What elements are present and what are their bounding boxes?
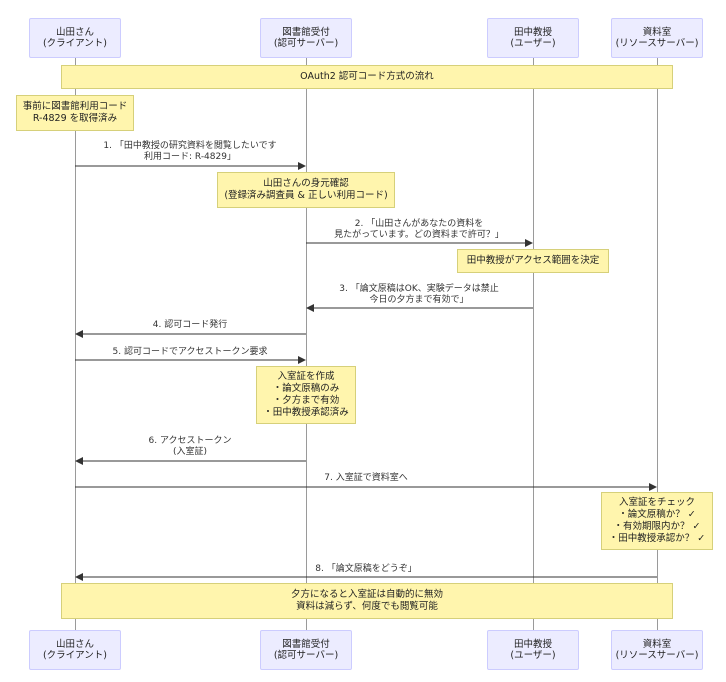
actor-name: 田中教授 [513, 639, 552, 650]
actor-role: (ユーザー) [510, 650, 556, 661]
actor-top-yamada: 山田さん (クライアント) [29, 18, 121, 58]
message-3-label: 3. 「論文原稿はOK、実験データは禁止 今日の夕方まで有効で」 [339, 284, 498, 306]
note-line: ・論文原稿のみ [272, 383, 340, 394]
message-line: 1. 「田中教授の研究資料を閲覧したいです [103, 141, 277, 151]
actor-role: (クライアント) [42, 650, 108, 661]
actor-role: (リソースサーバー) [615, 38, 699, 49]
message-5-label: 5. 認可コードでアクセストークン要求 [113, 347, 268, 358]
message-7-label: 7. 入室証で資料室へ [324, 473, 407, 484]
note-precondition: 事前に図書館利用コード R-4829 を取得済み [16, 95, 134, 131]
note-pass-check: 入室証をチェック ・論文原稿か？ ✓ ・有効期限内か？ ✓ ・田中教授承認か？ … [601, 492, 713, 550]
actor-top-reception: 図書館受付 (認可サーバー) [260, 18, 352, 58]
actor-role: (認可サーバー) [273, 38, 339, 49]
message-line: 6. アクセストークン [148, 436, 232, 446]
note-line: ・田中教授承認済み [263, 407, 349, 418]
actor-name: 図書館受付 [282, 639, 330, 650]
note-line: 事前に図書館利用コード [22, 101, 128, 112]
note-line: 資料は減らず、何度でも閲覧可能 [296, 601, 438, 612]
note-line: ・論文原稿か？ ✓ [618, 509, 696, 520]
actor-bottom-archive: 資料室 (リソースサーバー) [611, 630, 703, 670]
actor-top-tanaka: 田中教授 (ユーザー) [487, 18, 579, 58]
message-1-label: 1. 「田中教授の研究資料を閲覧したいです 利用コード: R-4829」 [103, 141, 276, 163]
message-8-label: 8. 「論文原稿をどうぞ」 [315, 564, 416, 575]
lifeline-tanaka [533, 58, 534, 630]
note-tanaka-decides: 田中教授がアクセス範囲を決定 [457, 249, 609, 273]
actor-bottom-reception: 図書館受付 (認可サーバー) [260, 630, 352, 670]
lifeline-reception [306, 58, 307, 630]
message-6-label: 6. アクセストークン (入室証) [149, 436, 232, 458]
note-line: 山田さんの身元確認 [263, 178, 349, 189]
note-line: ・田中教授承認か？ ✓ [608, 533, 706, 544]
actor-role: (リソースサーバー) [615, 650, 699, 661]
note-identity-check: 山田さんの身元確認 (登録済み調査員 & 正しい利用コード) [217, 172, 395, 208]
note-title: OAuth2 認可コード方式の流れ [61, 65, 673, 89]
note-line: (登録済み調査員 & 正しい利用コード) [224, 190, 388, 201]
lifeline-archive [657, 58, 658, 630]
actor-bottom-tanaka: 田中教授 (ユーザー) [487, 630, 579, 670]
actor-name: 図書館受付 [282, 27, 330, 38]
note-line: 入室証を作成 [277, 371, 335, 382]
actor-role: (クライアント) [42, 38, 108, 49]
message-line: 3. 「論文原稿はOK、実験データは禁止 [339, 284, 499, 294]
note-line: 田中教授がアクセス範囲を決定 [466, 255, 600, 266]
message-4-label: 4. 認可コード発行 [153, 320, 227, 331]
message-line: 利用コード: R-4829」 [144, 152, 236, 162]
message-2-label: 2. 「山田さんがあなたの資料を 見たがっています。どの資料まで許可？」 [334, 219, 504, 241]
note-footer: 夕方になると入室証は自動的に無効 資料は減らず、何度でも閲覧可能 [61, 583, 673, 619]
actor-role: (ユーザー) [510, 38, 556, 49]
message-line: 8. 「論文原稿をどうぞ」 [315, 564, 417, 574]
message-line: 4. 認可コード発行 [152, 320, 228, 330]
note-line: ・夕方まで有効 [272, 395, 340, 406]
note-line: 入室証をチェック [618, 497, 695, 508]
actor-top-archive: 資料室 (リソースサーバー) [611, 18, 703, 58]
message-line: 見たがっています。どの資料まで許可？」 [334, 230, 504, 240]
actor-name: 資料室 [642, 639, 672, 650]
actor-name: 田中教授 [513, 27, 552, 38]
note-line: ・有効期限内か？ ✓ [613, 521, 701, 532]
actor-name: 資料室 [642, 27, 672, 38]
actor-role: (認可サーバー) [273, 650, 339, 661]
note-line: 夕方になると入室証は自動的に無効 [290, 589, 443, 600]
note-line: OAuth2 認可コード方式の流れ [300, 71, 434, 82]
note-pass-created: 入室証を作成 ・論文原稿のみ ・夕方まで有効 ・田中教授承認済み [256, 366, 356, 424]
message-line: (入室証) [172, 447, 208, 457]
note-line: R-4829 を取得済み [32, 113, 118, 124]
message-line: 7. 入室証で資料室へ [324, 473, 408, 483]
lifeline-yamada [75, 58, 76, 630]
actor-name: 山田さん [55, 639, 94, 650]
message-line: 2. 「山田さんがあなたの資料を [354, 219, 484, 229]
message-line: 今日の夕方まで有効で」 [369, 295, 469, 305]
actor-bottom-yamada: 山田さん (クライアント) [29, 630, 121, 670]
actor-name: 山田さん [55, 27, 94, 38]
message-line: 5. 認可コードでアクセストークン要求 [112, 347, 268, 357]
